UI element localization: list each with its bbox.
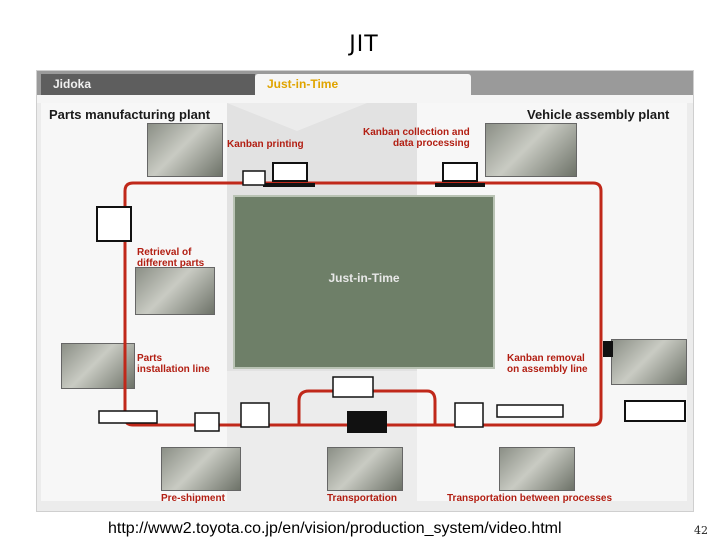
label-retrieval-line2: different parts	[137, 258, 204, 269]
parts-shelf-icon	[97, 207, 131, 241]
car-icon	[625, 401, 685, 421]
source-url[interactable]: http://www2.toyota.co.jp/en/vision/produ…	[108, 520, 562, 538]
truck-icon-empty	[333, 377, 373, 397]
label-pre-shipment: Pre-shipment	[161, 493, 225, 504]
parts-box-icon-a	[195, 413, 219, 431]
jit-diagram: Jidoka Just-in-Time Parts manufacturing …	[36, 70, 694, 512]
truck-icon-loaded	[347, 411, 387, 433]
label-parts-installation-line1: Parts	[137, 353, 210, 364]
keyboard-icon-right	[435, 183, 485, 187]
label-parts-installation: Parts installation line	[137, 353, 210, 375]
label-retrieval-line1: Retrieval of	[137, 247, 204, 258]
cart-icon-right	[497, 405, 563, 417]
label-retrieval: Retrieval of different parts	[137, 247, 204, 269]
monitor-icon-right	[443, 163, 477, 181]
label-kanban-collection-line2: data processing	[363, 138, 470, 149]
parts-box-icon-c	[455, 403, 483, 427]
label-transportation-between: Transportation between processes	[447, 493, 612, 504]
page-number: 42	[694, 524, 708, 537]
keyboard-icon-left	[263, 183, 315, 187]
label-kanban-removal-line1: Kanban removal	[507, 353, 588, 364]
label-kanban-collection-line1: Kanban collection and	[363, 127, 470, 138]
cart-icon-left	[99, 411, 157, 423]
slide-title: JIT	[0, 32, 728, 57]
label-kanban-printing: Kanban printing	[227, 139, 304, 150]
label-kanban-collection: Kanban collection and data processing	[363, 127, 470, 149]
printer-icon	[243, 171, 265, 185]
parts-box-icon-b	[241, 403, 269, 427]
label-parts-installation-line2: installation line	[137, 364, 210, 375]
kanban-box-icon	[603, 341, 613, 357]
label-kanban-removal-line2: on assembly line	[507, 364, 588, 375]
monitor-icon-left	[273, 163, 307, 181]
label-transportation: Transportation	[327, 493, 397, 504]
label-kanban-removal: Kanban removal on assembly line	[507, 353, 588, 375]
